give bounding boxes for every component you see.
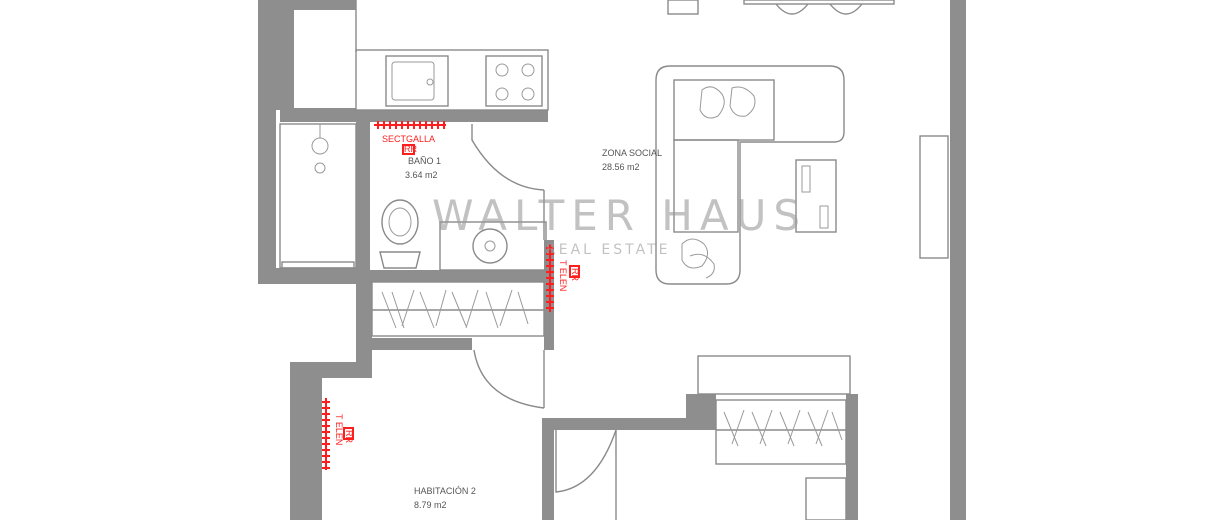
wall-top-stub <box>258 0 294 110</box>
wall-left-lower <box>290 362 322 520</box>
watermark-brand: WALTER HAUS <box>432 191 807 240</box>
nightstand <box>805 477 847 520</box>
door-bath <box>471 124 545 191</box>
dining-chair <box>667 0 699 15</box>
wall-bedroom-top <box>548 418 716 430</box>
bathroom <box>279 123 547 271</box>
wall-right <box>950 0 966 520</box>
elec-label-1: T ELEN <box>558 260 568 291</box>
wall-closet-left <box>356 280 372 376</box>
room-labels: BAÑO 1 3.64 m2 ZONA SOCIAL 28.56 m2 HABI… <box>405 148 662 510</box>
bath-area: 3.64 m2 <box>405 170 438 180</box>
wash-basin-icon <box>472 228 508 264</box>
electrical-markers: SECTGALLA RR T ELEN RR T ELEN RR <box>322 121 580 470</box>
dining-area <box>667 0 895 15</box>
sectgalla-tag: RR <box>404 144 417 154</box>
sink-icon <box>385 55 449 107</box>
side-table <box>795 159 837 233</box>
wall-shower-bath <box>356 118 370 286</box>
door-bedroom <box>555 429 617 493</box>
wardrobe <box>715 399 847 465</box>
wall-wardrobe-right <box>846 394 858 520</box>
social-name: ZONA SOCIAL <box>602 148 662 158</box>
elec-label-2: T ELEN <box>334 414 344 445</box>
closet <box>371 281 545 337</box>
wall-bedroom-left <box>542 418 554 520</box>
elec-tag-2: RR <box>344 430 354 443</box>
bath-name: BAÑO 1 <box>408 156 441 166</box>
wall-wardrobe-box <box>686 394 716 430</box>
kitchen-counter <box>355 49 549 111</box>
sofa <box>655 65 845 285</box>
watermark-tagline: REAL ESTATE <box>546 242 671 258</box>
tv-unit <box>919 135 949 259</box>
kitchen <box>355 0 549 111</box>
cushion-icon <box>699 86 725 119</box>
stove-icon <box>485 55 543 107</box>
toilet-icon <box>379 199 421 269</box>
door-corridor <box>473 349 545 409</box>
cushion-icon <box>681 238 708 269</box>
wall-kitchen-left <box>290 0 356 10</box>
wardrobe-top <box>697 355 851 395</box>
walls <box>258 0 966 520</box>
shower-head-icon <box>311 137 329 155</box>
wall-kitchen-bath <box>280 108 548 122</box>
bedroom-area: 8.79 m2 <box>414 500 447 510</box>
wall-under-shower <box>258 268 370 284</box>
dining-table <box>743 0 895 5</box>
elec-tag-1: RR <box>570 268 580 281</box>
wall-bath-closet <box>358 270 548 282</box>
wall-under-closet <box>372 338 472 350</box>
watermark: WALTER HAUS REAL ESTATE <box>432 191 807 258</box>
cushion-icon <box>729 86 756 117</box>
bedroom <box>555 355 851 520</box>
bath-sink-counter <box>439 221 547 271</box>
social-area: 28.56 m2 <box>602 162 640 172</box>
bedroom-name: HABITACIÓN 2 <box>414 486 476 496</box>
shower <box>279 123 357 269</box>
sectgalla-label: SECTGALLA <box>382 134 435 144</box>
